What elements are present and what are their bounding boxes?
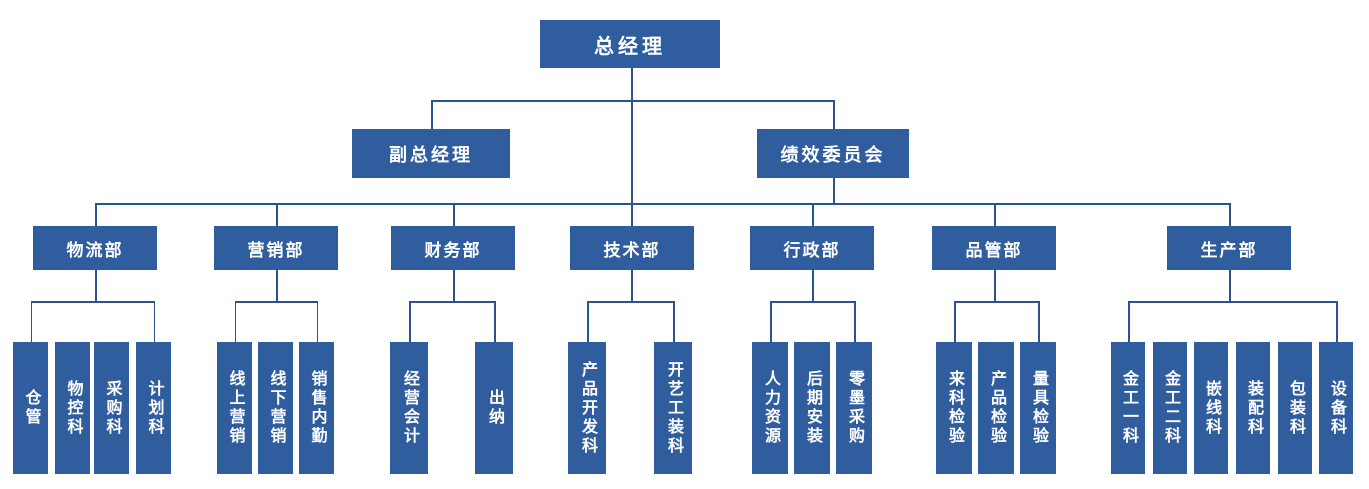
node-dept-technology: 技术部 bbox=[570, 226, 694, 270]
connector-stub bbox=[833, 100, 835, 130]
connector-group-rail bbox=[770, 301, 854, 303]
connector-stub bbox=[994, 270, 996, 301]
connector-group-rail bbox=[1128, 301, 1336, 303]
connector-stub bbox=[1128, 301, 1130, 342]
node-d5-c1: 人力资源 bbox=[752, 342, 788, 474]
connector-group-rail bbox=[30, 301, 154, 303]
node-d6-c3: 量具检验 bbox=[1020, 342, 1056, 474]
node-dept-administration: 行政部 bbox=[750, 226, 874, 270]
connector-stub bbox=[316, 301, 318, 342]
connector-stub bbox=[453, 203, 455, 226]
node-d4-c1: 产品开发科 bbox=[568, 342, 606, 474]
node-d3-c1: 经营会计 bbox=[390, 342, 428, 474]
connector-group-rail bbox=[587, 301, 673, 303]
node-d7-c2: 金工二科 bbox=[1153, 342, 1187, 474]
node-d7-c4: 装配科 bbox=[1236, 342, 1270, 474]
node-dept-marketing: 营销部 bbox=[214, 226, 338, 270]
node-d2-c3: 销售内勤 bbox=[299, 342, 334, 474]
connector-stub bbox=[770, 301, 772, 342]
node-d6-c1: 来科检验 bbox=[936, 342, 972, 474]
node-dept-logistics: 物流部 bbox=[33, 226, 157, 270]
connector-group-rail bbox=[234, 301, 317, 303]
connector-stub bbox=[812, 270, 814, 301]
node-d1-c1: 仓管 bbox=[13, 342, 48, 474]
connector-stub bbox=[30, 301, 32, 342]
connector-stub bbox=[95, 270, 97, 301]
node-d7-c5: 包装科 bbox=[1278, 342, 1312, 474]
connector-stub bbox=[409, 301, 411, 342]
connector-stub bbox=[833, 178, 835, 203]
node-dept-finance: 财务部 bbox=[391, 226, 515, 270]
connector-stub bbox=[494, 301, 496, 342]
node-general-manager: 总经理 bbox=[540, 20, 720, 68]
node-deputy-general-manager: 副总经理 bbox=[352, 129, 510, 178]
connector-stub bbox=[631, 270, 633, 301]
node-d1-c4: 计划科 bbox=[136, 342, 171, 474]
connector-stub bbox=[276, 270, 278, 301]
node-performance-committee: 绩效委员会 bbox=[757, 129, 909, 178]
node-d1-c3: 采购科 bbox=[94, 342, 129, 474]
connector-stub bbox=[673, 301, 675, 342]
connector-stub bbox=[1336, 301, 1338, 342]
connector-stub bbox=[954, 301, 956, 342]
node-d7-c1: 金工一科 bbox=[1111, 342, 1145, 474]
connector-stub bbox=[153, 301, 155, 342]
connector-stub bbox=[1038, 301, 1040, 342]
node-d2-c1: 线上营销 bbox=[217, 342, 252, 474]
node-dept-production: 生产部 bbox=[1167, 226, 1291, 270]
connector-stub bbox=[95, 203, 97, 226]
node-d7-c6: 设备科 bbox=[1319, 342, 1353, 474]
connector-stub bbox=[276, 203, 278, 226]
node-dept-quality: 品管部 bbox=[932, 226, 1056, 270]
connector-level3-rail bbox=[95, 203, 1229, 205]
node-d2-c2: 线下营销 bbox=[258, 342, 293, 474]
connector-stub bbox=[994, 203, 996, 226]
connector-level2-rail bbox=[431, 100, 834, 102]
connector-stub bbox=[812, 203, 814, 226]
connector-stub bbox=[234, 301, 236, 342]
node-d3-c2: 出纳 bbox=[475, 342, 513, 474]
connector-root-vertical bbox=[631, 68, 633, 226]
node-d7-c3: 嵌线科 bbox=[1194, 342, 1228, 474]
node-d5-c3: 零墨采购 bbox=[836, 342, 872, 474]
connector-group-rail bbox=[954, 301, 1038, 303]
node-d1-c2: 物控科 bbox=[55, 342, 90, 474]
connector-group-rail bbox=[409, 301, 494, 303]
connector-stub bbox=[1229, 270, 1231, 301]
connector-stub bbox=[587, 301, 589, 342]
connector-stub bbox=[453, 270, 455, 301]
connector-stub bbox=[431, 100, 433, 130]
connector-stub bbox=[854, 301, 856, 342]
node-d5-c2: 后期安装 bbox=[794, 342, 830, 474]
connector-stub bbox=[1229, 203, 1231, 226]
node-d4-c2: 开艺工装科 bbox=[654, 342, 692, 474]
node-d6-c2: 产品检验 bbox=[978, 342, 1014, 474]
